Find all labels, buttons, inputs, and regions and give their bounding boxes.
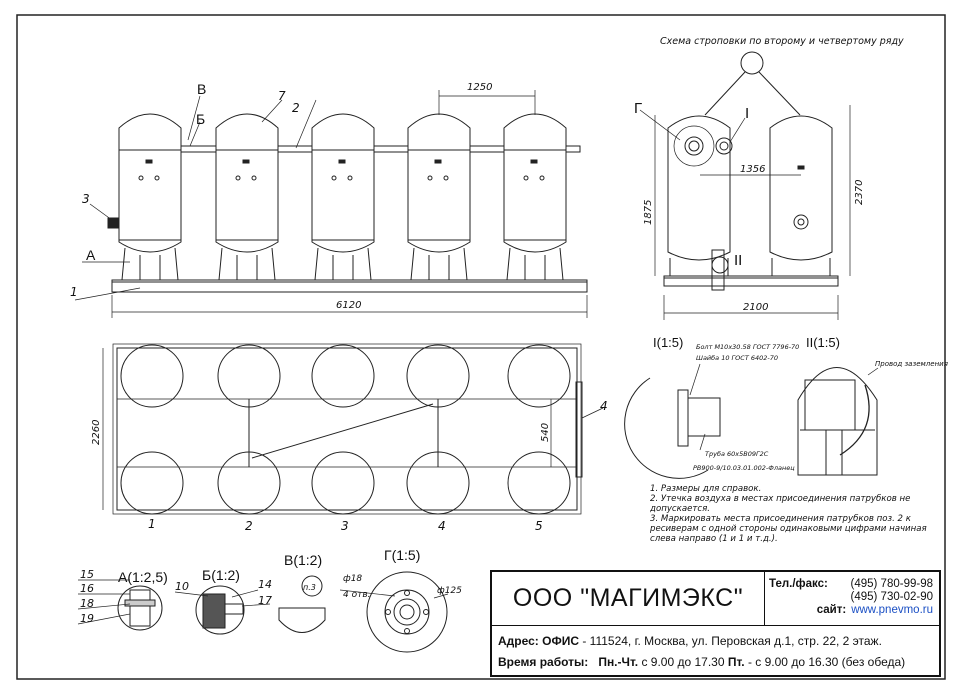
detail-B-title: Б(1:2): [202, 567, 240, 583]
dim-1250: 1250: [467, 82, 492, 93]
item-16: 16: [80, 582, 94, 595]
receiver-3: [311, 113, 375, 281]
item-18: 18: [80, 597, 94, 610]
letter-b: Б: [196, 111, 205, 127]
detail-II-title: II(1:5): [806, 335, 840, 350]
days-1: Пн.-Чт.: [598, 655, 639, 669]
address-text: - 111524, г. Москва, ул. Перовская д.1, …: [579, 634, 882, 648]
contacts-block: Тел./факс: (495) 780-99-98 (495) 730-02-9…: [765, 572, 939, 626]
detail-B: [174, 585, 271, 635]
base-frame: [111, 279, 588, 293]
time-1: с 9.00 до 17.30: [638, 655, 728, 669]
detail-I-note4: РВ900-9/10.03.01.002-Фланец: [693, 464, 795, 472]
detail-II: [797, 367, 879, 476]
detail-G-d2: ф125: [437, 586, 462, 596]
item-10: 10: [175, 580, 189, 593]
hours-line: Время работы: Пн.-Чт. с 9.00 до 17.30 Пт…: [498, 655, 905, 669]
pos-4: 4: [600, 399, 608, 413]
pos-2: 2: [292, 101, 300, 115]
front-view: [74, 90, 588, 318]
detail-V-title: В(1:2): [284, 552, 322, 568]
plan-view: [102, 343, 604, 515]
dim-2260: 2260: [91, 420, 102, 445]
col-2: 2: [245, 519, 253, 533]
detail-I-note1: Болт М10х30.58 ГОСТ 7796-70: [696, 343, 799, 351]
sling-note: Схема строповки по второму и четвертому …: [660, 36, 904, 47]
letter-i: I: [745, 105, 749, 122]
pos-3: 3: [82, 192, 90, 206]
detail-II-marker: [711, 256, 729, 274]
company-name: ООО "МАГИМЭКС": [492, 572, 765, 626]
detail-I: [624, 363, 721, 479]
side-view: [639, 51, 851, 320]
dim-2370: 2370: [854, 180, 865, 205]
detail-II-note: Провод заземления: [875, 360, 948, 368]
detail-G: [339, 571, 449, 653]
detail-G-title: Г(1:5): [384, 547, 420, 563]
hours-label: Время работы:: [498, 655, 589, 669]
detail-I-note2: Шайба 10 ГОСТ 6402-70: [696, 354, 778, 362]
dim-1875: 1875: [643, 200, 654, 225]
note-2: 2. Утечка воздуха в местах присоединения…: [650, 494, 911, 514]
item-15: 15: [80, 568, 94, 581]
note-1: 1. Размеры для справок.: [650, 484, 762, 494]
item-14: 14: [258, 578, 272, 591]
pos-1: 1: [70, 285, 78, 299]
letter-ii: II: [734, 252, 742, 269]
dim-6120: 6120: [336, 300, 361, 311]
days-2: Пт.: [727, 655, 745, 669]
item-17: 17: [258, 594, 272, 607]
site-label: сайт:: [816, 604, 847, 616]
time-2: - с 9.00 до 16.30 (без обеда): [744, 655, 906, 669]
item-19: 19: [80, 612, 94, 625]
receiver-5: [503, 113, 567, 281]
col-5: 5: [535, 519, 543, 533]
receiver-4: [407, 113, 471, 281]
detail-G-holes: 4 отв.: [343, 590, 371, 600]
letter-a: А: [86, 247, 96, 263]
receiver-2: [215, 113, 279, 281]
dim-540: 540: [540, 423, 551, 442]
address-label: Адрес: ОФИС: [498, 634, 579, 648]
pos-7: 7: [278, 89, 286, 103]
col-4: 4: [438, 519, 446, 533]
site-link[interactable]: www.pnevmo.ru: [851, 604, 933, 616]
sheet-frame: [16, 14, 946, 680]
col-1: 1: [148, 517, 156, 531]
dim-2100: 2100: [743, 302, 768, 313]
dim-1356: 1356: [740, 164, 765, 175]
letter-g: Г: [634, 100, 642, 117]
letter-v: В: [197, 81, 206, 97]
detail-I-note3: Труба 60х5В09Г2С: [705, 450, 769, 458]
detail-G-marker: [673, 125, 715, 167]
phone-label: Тел./факс:: [769, 578, 828, 590]
phone-2: (495) 730-02-90: [850, 591, 933, 603]
detail-A: [77, 579, 163, 631]
detail-V: [278, 575, 326, 633]
col-3: 3: [341, 519, 349, 533]
detail-V-item: п.3: [303, 583, 316, 592]
title-block: ООО "МАГИМЭКС" Тел./факс: (495) 780-99-98…: [490, 570, 941, 677]
detail-I-title: I(1:5): [653, 335, 683, 350]
address-line: Адрес: ОФИС - 111524, г. Москва, ул. Пер…: [498, 634, 882, 648]
phone-1: (495) 780-99-98: [850, 578, 933, 590]
note-3: 3. Маркировать места присоединения патру…: [650, 514, 927, 544]
receiver-1: [118, 113, 182, 281]
detail-A-title: А(1:2,5): [118, 569, 168, 585]
detail-G-d1: ф18: [343, 574, 362, 584]
